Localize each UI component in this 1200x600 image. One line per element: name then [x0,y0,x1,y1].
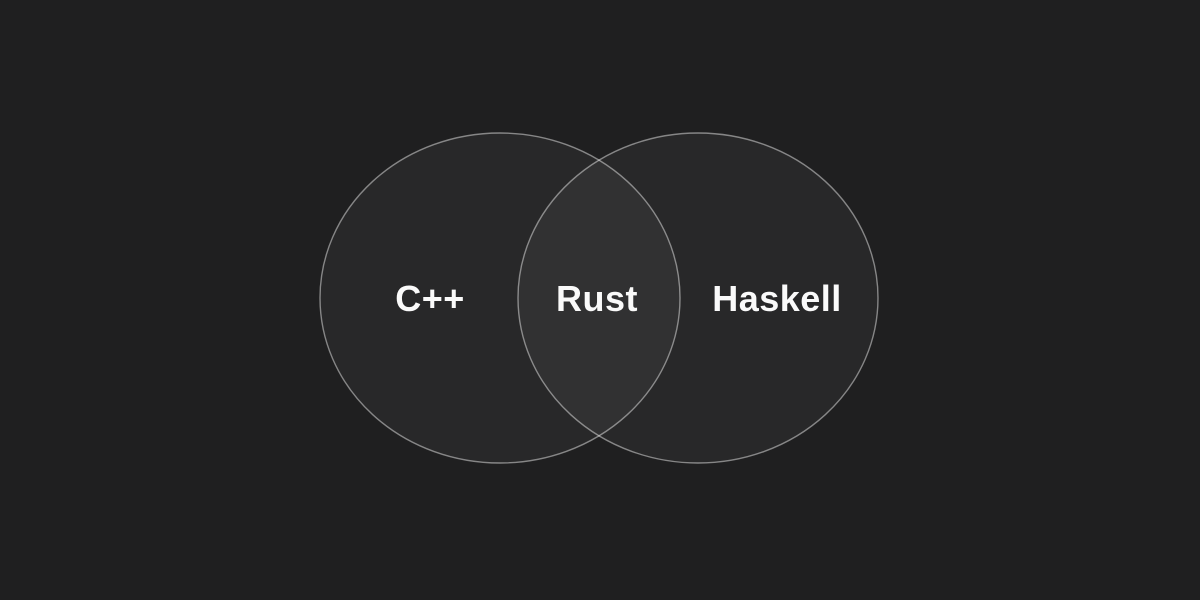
venn-circle-left [319,132,681,464]
venn-label-right-set: Haskell [712,278,842,319]
venn-label-left-set: C++ [395,278,465,319]
venn-circle-right [517,132,879,464]
venn-label-intersection: Rust [556,278,638,319]
